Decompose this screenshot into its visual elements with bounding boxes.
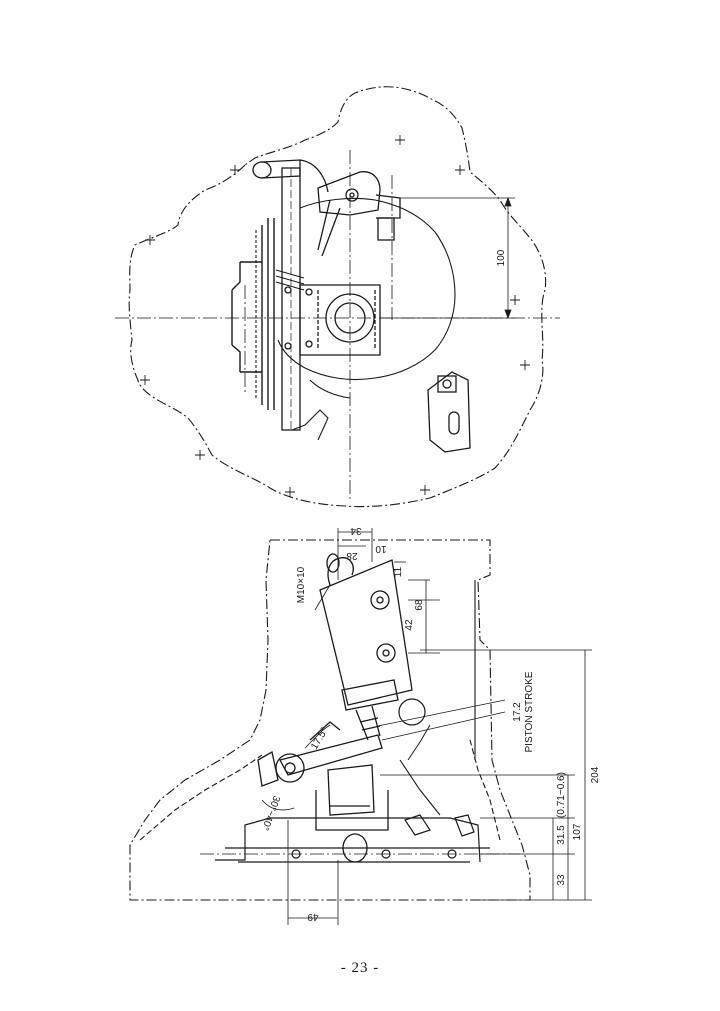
- mount-bracket: [427, 371, 471, 453]
- dim-33: 33: [556, 874, 567, 886]
- dim-stroke-label: PISTON STROKE: [524, 671, 535, 752]
- side-housing-outline: [129, 539, 531, 901]
- upper-lever: [317, 171, 401, 257]
- dim-31-5: 31.5: [556, 825, 567, 845]
- dim-thread: M10×10: [296, 566, 307, 603]
- clutch-plate: [200, 814, 520, 863]
- slave-cylinder: [319, 553, 413, 741]
- dim-angle-a: 30°~40°: [259, 794, 282, 832]
- page-number: - 23 -: [340, 960, 380, 976]
- dim-204: 204: [590, 766, 601, 783]
- top-view: [115, 86, 560, 508]
- dim-34: 34: [350, 525, 362, 536]
- inner-housing-contour: [277, 197, 456, 381]
- bolt-markers: [140, 135, 530, 497]
- dim-100: 100: [496, 249, 507, 266]
- dim-100-lines: [380, 196, 515, 320]
- dim-11: 11: [393, 566, 404, 577]
- side-view: [129, 528, 592, 925]
- dim-10: 10: [375, 543, 387, 554]
- housing-outline: [128, 86, 547, 508]
- dim-49: 49: [307, 911, 319, 922]
- release-fork-shaft: [252, 159, 329, 431]
- release-lever: [257, 721, 383, 787]
- side-dim-lines: [261, 528, 592, 925]
- release-bearing: [284, 284, 381, 356]
- return-spring: [275, 269, 305, 291]
- dim-107: 107: [572, 823, 583, 840]
- dim-42: 42: [404, 619, 415, 631]
- flange-wall: [231, 218, 275, 410]
- dim-68: 68: [414, 599, 425, 611]
- dim-28: 28: [346, 550, 358, 561]
- dim-range: (0.71~0.6): [556, 772, 567, 818]
- dim-stroke-value: 17.2: [512, 702, 523, 722]
